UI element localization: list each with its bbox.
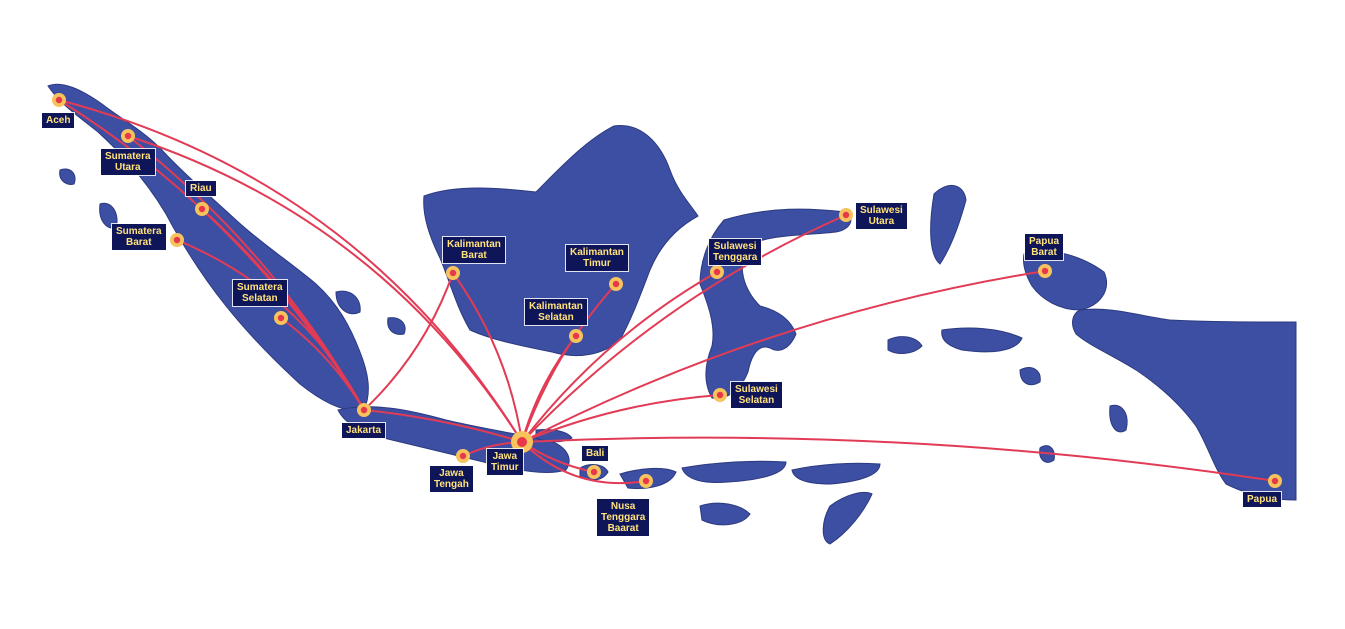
routes-layer xyxy=(58,99,1276,485)
route-jatim-kalbar xyxy=(452,272,523,443)
route-jatim-papua xyxy=(521,436,1276,482)
label-jateng: Jawa Tengah xyxy=(430,466,473,492)
island-maluku-north xyxy=(930,185,967,265)
route-jatim-aceh xyxy=(58,99,523,443)
marker-dot xyxy=(716,391,724,399)
label-sumut: Sumatera Utara xyxy=(101,149,155,175)
label-aceh: Aceh xyxy=(42,113,75,128)
island-java xyxy=(337,406,570,473)
island-sumba xyxy=(699,502,751,526)
island-bangka xyxy=(335,290,361,315)
island-papua-bird xyxy=(1023,250,1107,311)
marker-kalbar[interactable] xyxy=(446,266,460,280)
island-papua xyxy=(1072,308,1297,501)
island-sumatra xyxy=(47,83,369,412)
route-jatim-sumut xyxy=(127,135,523,443)
marker-dot xyxy=(612,280,620,288)
marker-sulsel[interactable] xyxy=(713,388,727,402)
island-flores xyxy=(791,462,881,485)
island-seram xyxy=(941,327,1023,353)
marker-dot xyxy=(449,269,457,277)
marker-sumsel[interactable] xyxy=(274,311,288,325)
route-jatim-pabar xyxy=(521,270,1046,443)
route-jakarta-sumsel xyxy=(280,317,365,411)
label-riau: Riau xyxy=(186,181,216,196)
route-jatim-sulut xyxy=(521,214,847,443)
marker-sumbar[interactable] xyxy=(170,233,184,247)
marker-kalsel[interactable] xyxy=(569,329,583,343)
island-sumbawa xyxy=(681,460,787,483)
marker-jatim[interactable] xyxy=(511,431,533,453)
marker-dot xyxy=(517,437,527,447)
marker-dot xyxy=(1041,267,1049,275)
route-jatim-sultra xyxy=(521,271,718,443)
marker-dot xyxy=(713,268,721,276)
marker-dot xyxy=(360,406,368,414)
island-buru xyxy=(887,336,923,354)
label-jakarta: Jakarta xyxy=(342,423,386,438)
island-timor xyxy=(822,492,873,545)
marker-jakarta[interactable] xyxy=(357,403,371,417)
label-kalbar: Kalimantan Barat xyxy=(443,237,505,263)
marker-papua[interactable] xyxy=(1268,474,1282,488)
marker-bali[interactable] xyxy=(587,465,601,479)
label-sumbar: Sumatera Barat xyxy=(112,224,166,250)
label-ntb: Nusa Tenggara Baarat xyxy=(597,499,650,536)
marker-dot xyxy=(55,96,63,104)
marker-dot xyxy=(1271,477,1279,485)
markers-layer xyxy=(52,93,1282,488)
label-sulsel: Sulawesi Selatan xyxy=(731,382,782,408)
island-halmahera-south xyxy=(1019,367,1041,386)
route-jakarta-sumbar xyxy=(176,239,365,411)
label-papua: Papua xyxy=(1243,492,1282,507)
island-belitung xyxy=(387,317,406,335)
marker-dot xyxy=(124,132,132,140)
island-kalimantan xyxy=(423,125,699,357)
label-pabar: Papua Barat xyxy=(1025,234,1064,260)
marker-dot xyxy=(590,468,598,476)
label-bali: Bali xyxy=(582,446,609,461)
route-jakarta-jatim xyxy=(363,409,523,443)
marker-dot xyxy=(842,211,850,219)
marker-dot xyxy=(572,332,580,340)
route-jatim-kalsel xyxy=(521,335,577,443)
route-jakarta-kalbar xyxy=(363,272,454,411)
marker-dot xyxy=(642,477,650,485)
marker-sultra[interactable] xyxy=(710,265,724,279)
marker-sulut[interactable] xyxy=(839,208,853,222)
marker-ntb[interactable] xyxy=(639,474,653,488)
marker-sumut[interactable] xyxy=(121,129,135,143)
label-jatim: Jawa Timur xyxy=(487,449,523,475)
label-sultra: Sulawesi Tenggara xyxy=(709,239,762,265)
marker-jateng[interactable] xyxy=(456,449,470,463)
island-nias xyxy=(59,168,76,185)
label-kalsel: Kalimantan Selatan xyxy=(525,299,587,325)
island-aru xyxy=(1109,404,1128,433)
island-sulawesi xyxy=(699,208,852,399)
islands-layer xyxy=(47,83,1297,545)
label-sumsel: Sumatera Selatan xyxy=(233,280,287,306)
marker-dot xyxy=(198,205,206,213)
marker-dot xyxy=(173,236,181,244)
route-jatim-ntb xyxy=(521,441,647,485)
label-kaltim: Kalimantan Timur xyxy=(566,245,628,271)
marker-aceh[interactable] xyxy=(52,93,66,107)
marker-pabar[interactable] xyxy=(1038,264,1052,278)
label-sulut: Sulawesi Utara xyxy=(856,203,907,229)
marker-dot xyxy=(277,314,285,322)
marker-dot xyxy=(459,452,467,460)
route-jatim-sulsel xyxy=(521,394,721,443)
marker-riau[interactable] xyxy=(195,202,209,216)
marker-kaltim[interactable] xyxy=(609,277,623,291)
